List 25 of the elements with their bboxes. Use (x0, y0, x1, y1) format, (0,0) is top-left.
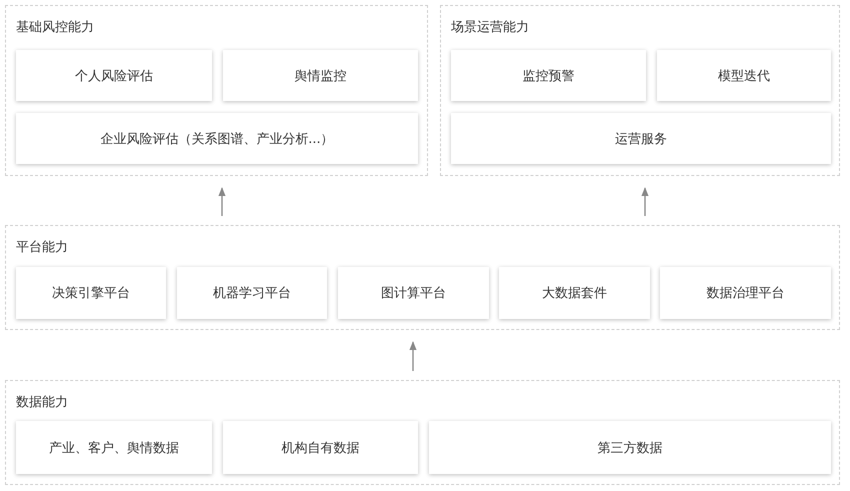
capability-box: 产业、客户、舆情数据 (16, 421, 212, 474)
dashed-panel (5, 380, 840, 485)
dashed-panel (440, 5, 840, 176)
dashed-panel (5, 5, 428, 176)
capability-box: 个人风险评估 (16, 50, 212, 101)
capability-box: 机构自有数据 (223, 421, 418, 474)
capability-box: 机器学习平台 (177, 267, 327, 319)
capability-box: 决策引擎平台 (16, 267, 166, 319)
capability-box: 模型迭代 (657, 50, 831, 101)
capability-box: 数据治理平台 (660, 267, 831, 319)
capability-box: 舆情监控 (223, 50, 418, 101)
dashed-panel (5, 225, 840, 330)
arrow (641, 187, 649, 216)
capability-box: 企业风险评估（关系图谱、产业分析...） (16, 113, 418, 164)
capability-box: 大数据套件 (499, 267, 650, 319)
panel-heading: 基础风控能力 (16, 19, 94, 36)
arrow (218, 187, 226, 216)
capability-box: 第三方数据 (429, 421, 831, 474)
panel-heading: 平台能力 (16, 239, 68, 256)
capability-box: 监控预警 (451, 50, 646, 101)
panel-heading: 场景运营能力 (451, 19, 529, 36)
arrow (409, 341, 417, 371)
panel-heading: 数据能力 (16, 394, 68, 411)
capability-box: 图计算平台 (338, 267, 489, 319)
capability-box: 运营服务 (451, 113, 831, 164)
